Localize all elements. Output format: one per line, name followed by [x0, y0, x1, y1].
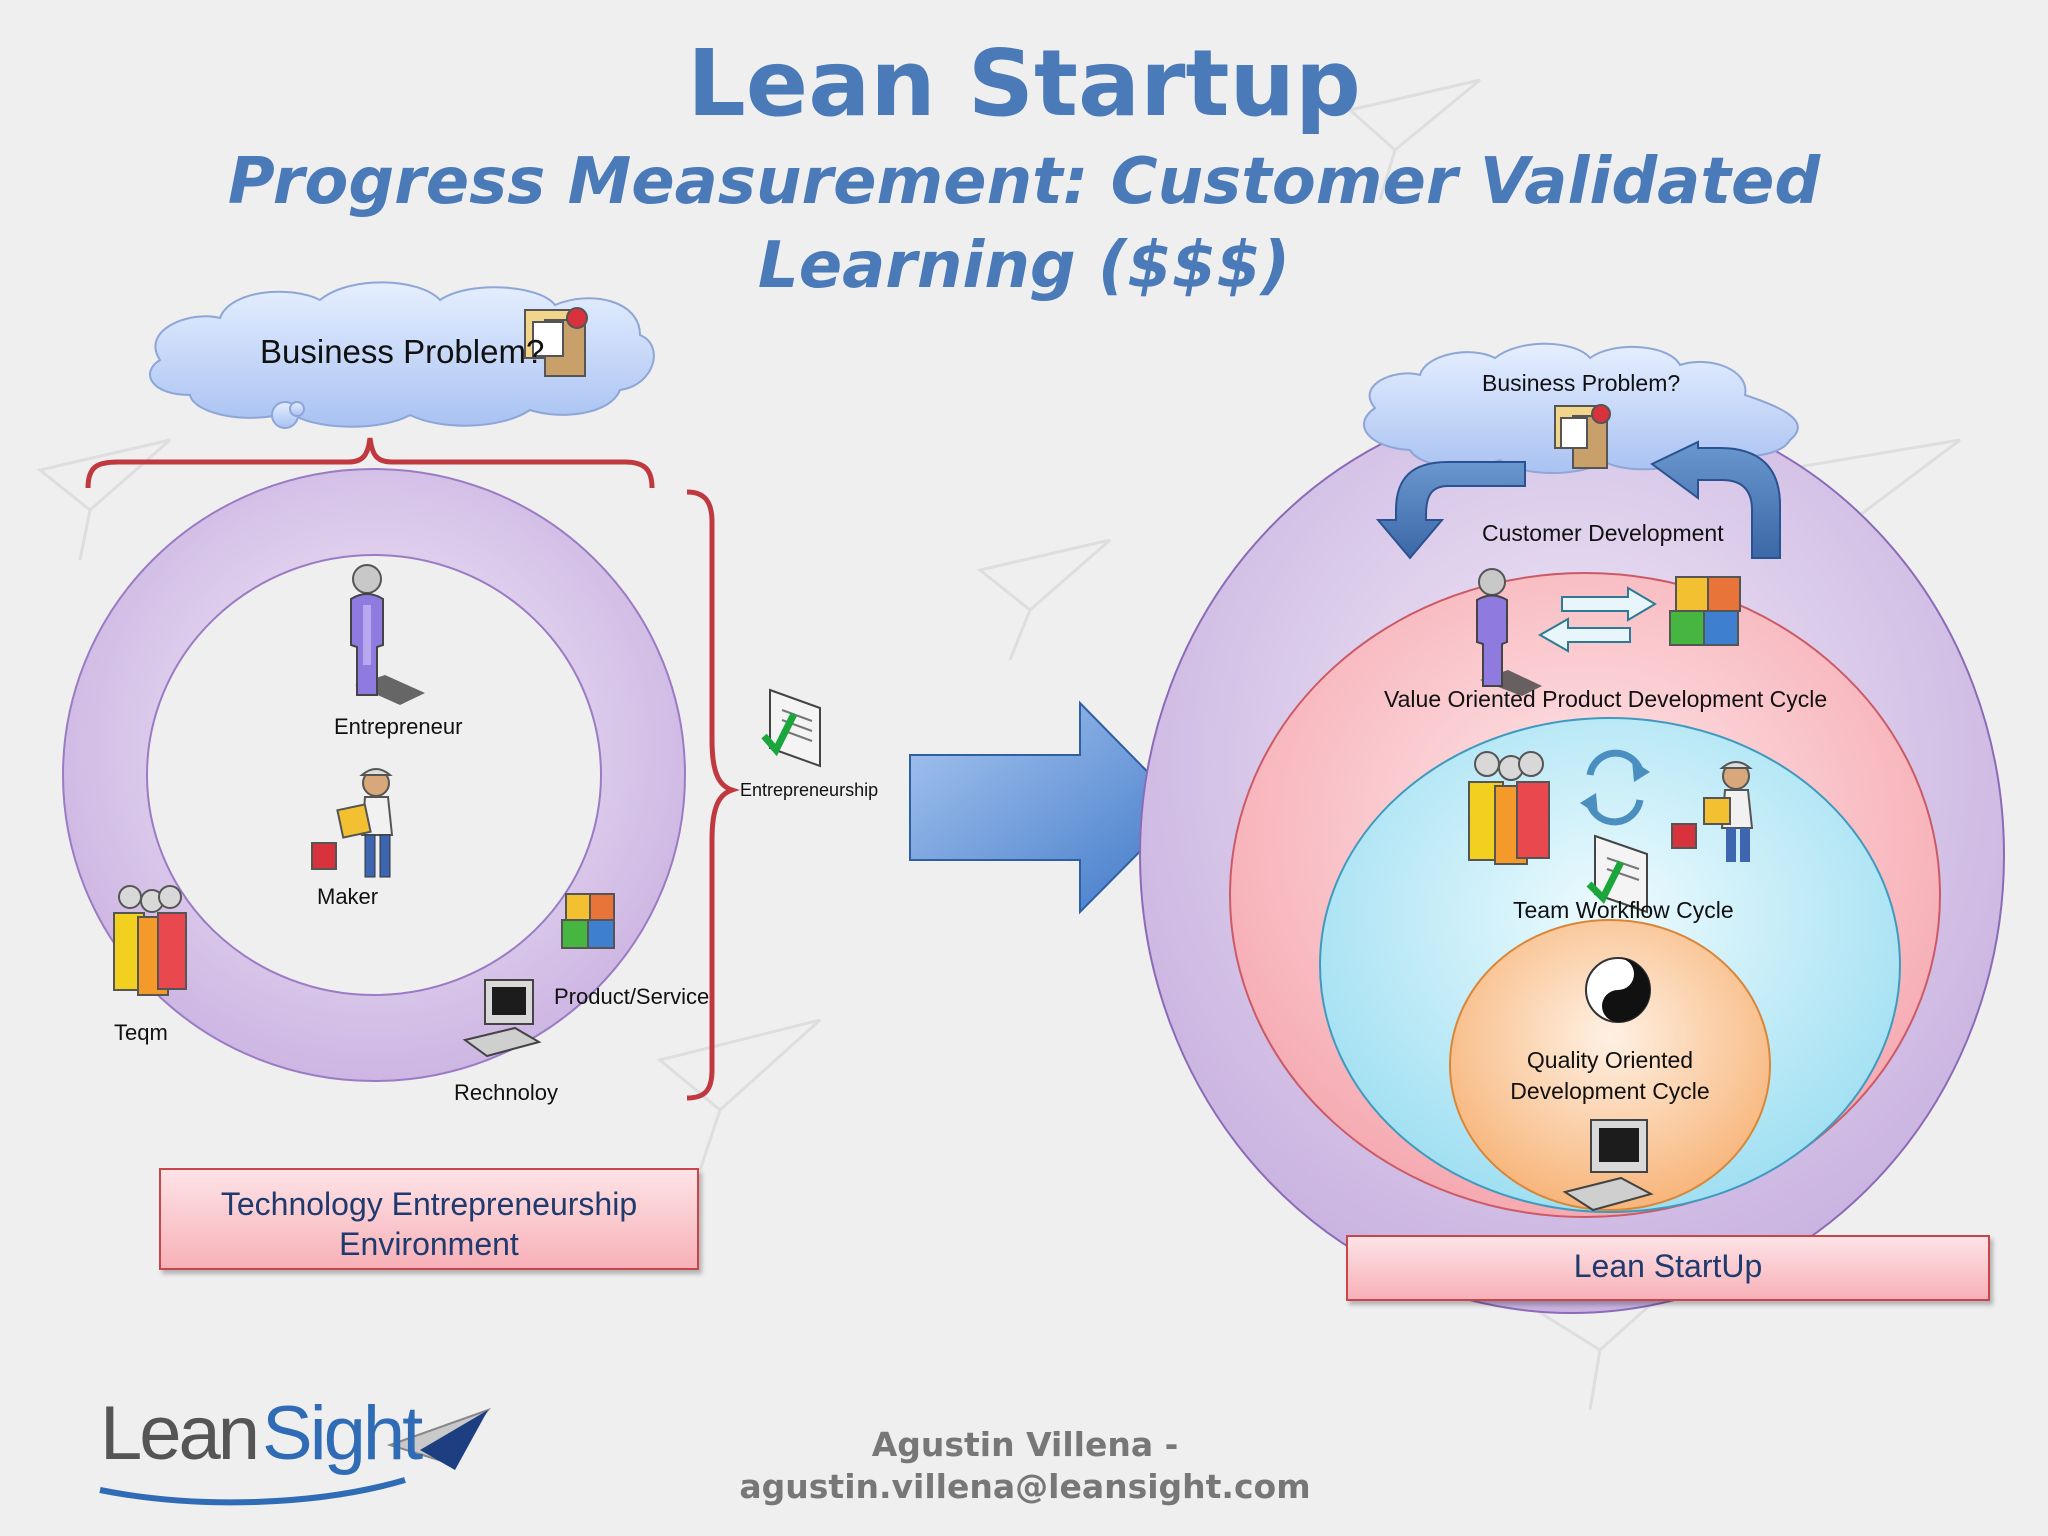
right-cloud-label: Business Problem? — [1482, 370, 1681, 396]
entrepreneur-label: Entrepreneur — [334, 714, 463, 739]
lean-startup-box: Lean StartUp — [1346, 1235, 1990, 1301]
technology-label: Rechnoloy — [454, 1080, 558, 1105]
value-cycle-label: Value Oriented Product Development Cycle — [1384, 686, 1828, 712]
customer-development-label: Customer Development — [1482, 520, 1724, 546]
logo-swoosh — [99, 1477, 406, 1506]
quality-cycle-ellipse — [1449, 919, 1771, 1211]
environment-box-line1: Technology Entrepreneurship — [220, 1186, 638, 1222]
product-service-label: Product/Service — [554, 984, 710, 1009]
environment-box: Technology Entrepreneurship Environment — [159, 1168, 699, 1270]
quality-cycle-line2: Development Cycle — [1510, 1078, 1710, 1104]
logo-sight: Sight — [262, 1391, 423, 1476]
maker-label: Maker — [317, 884, 379, 909]
transition-arrow — [909, 700, 1185, 915]
environment-box-line2: Environment — [339, 1226, 519, 1262]
logo-plane-icon — [386, 1407, 492, 1470]
entrepreneur-icon — [350, 564, 425, 705]
footer-name: Agustin Villena - — [871, 1425, 1179, 1464]
yin-yang-icon — [1585, 957, 1651, 1023]
team-label: Teqm — [114, 1020, 168, 1045]
right-maker-icon — [1671, 761, 1754, 862]
right-entrepreneur-icon — [1476, 568, 1542, 696]
right-team-icon — [1468, 751, 1550, 865]
environment-ring — [61, 468, 687, 1082]
team-icon — [113, 885, 187, 996]
exchange-arrows-icon — [1537, 586, 1657, 653]
footer-author: Agustin Villena - agustin.villena@leansi… — [700, 1424, 1350, 1508]
page-title: Lean Startup — [687, 30, 1361, 137]
customer-dev-arrow-left — [1375, 461, 1526, 560]
maker-icon — [311, 768, 394, 878]
quality-cycle-label: Quality Oriented Development Cycle — [1490, 1045, 1730, 1107]
right-computer-icon — [1562, 1119, 1654, 1212]
right-bracket — [686, 489, 740, 1101]
top-bracket — [85, 437, 655, 489]
team-cycle-label: Team Workflow Cycle — [1513, 897, 1734, 923]
left-cloud-label: Business Problem? — [260, 333, 545, 370]
computer-icon — [462, 979, 542, 1058]
quality-cycle-line1: Quality Oriented — [1526, 1047, 1694, 1073]
refresh-cycle-icon — [1580, 749, 1650, 826]
right-folder-stack-icon — [1554, 404, 1611, 469]
right-product-blocks-icon — [1669, 576, 1741, 646]
right-checklist-icon — [1586, 834, 1648, 914]
lean-startup-box-label: Lean StartUp — [1573, 1248, 1763, 1284]
checklist-icon — [761, 688, 821, 768]
logo-lean: Lean — [100, 1391, 260, 1476]
folder-stack-icon — [524, 307, 588, 377]
page-subtitle: Progress Measurement: Customer Validated… — [227, 145, 1821, 303]
product-blocks-icon — [561, 893, 615, 949]
entrepreneurship-label: Entrepreneurship — [740, 780, 879, 800]
footer-email: agustin.villena@leansight.com — [739, 1467, 1311, 1506]
customer-dev-arrow-right — [1650, 440, 1781, 559]
